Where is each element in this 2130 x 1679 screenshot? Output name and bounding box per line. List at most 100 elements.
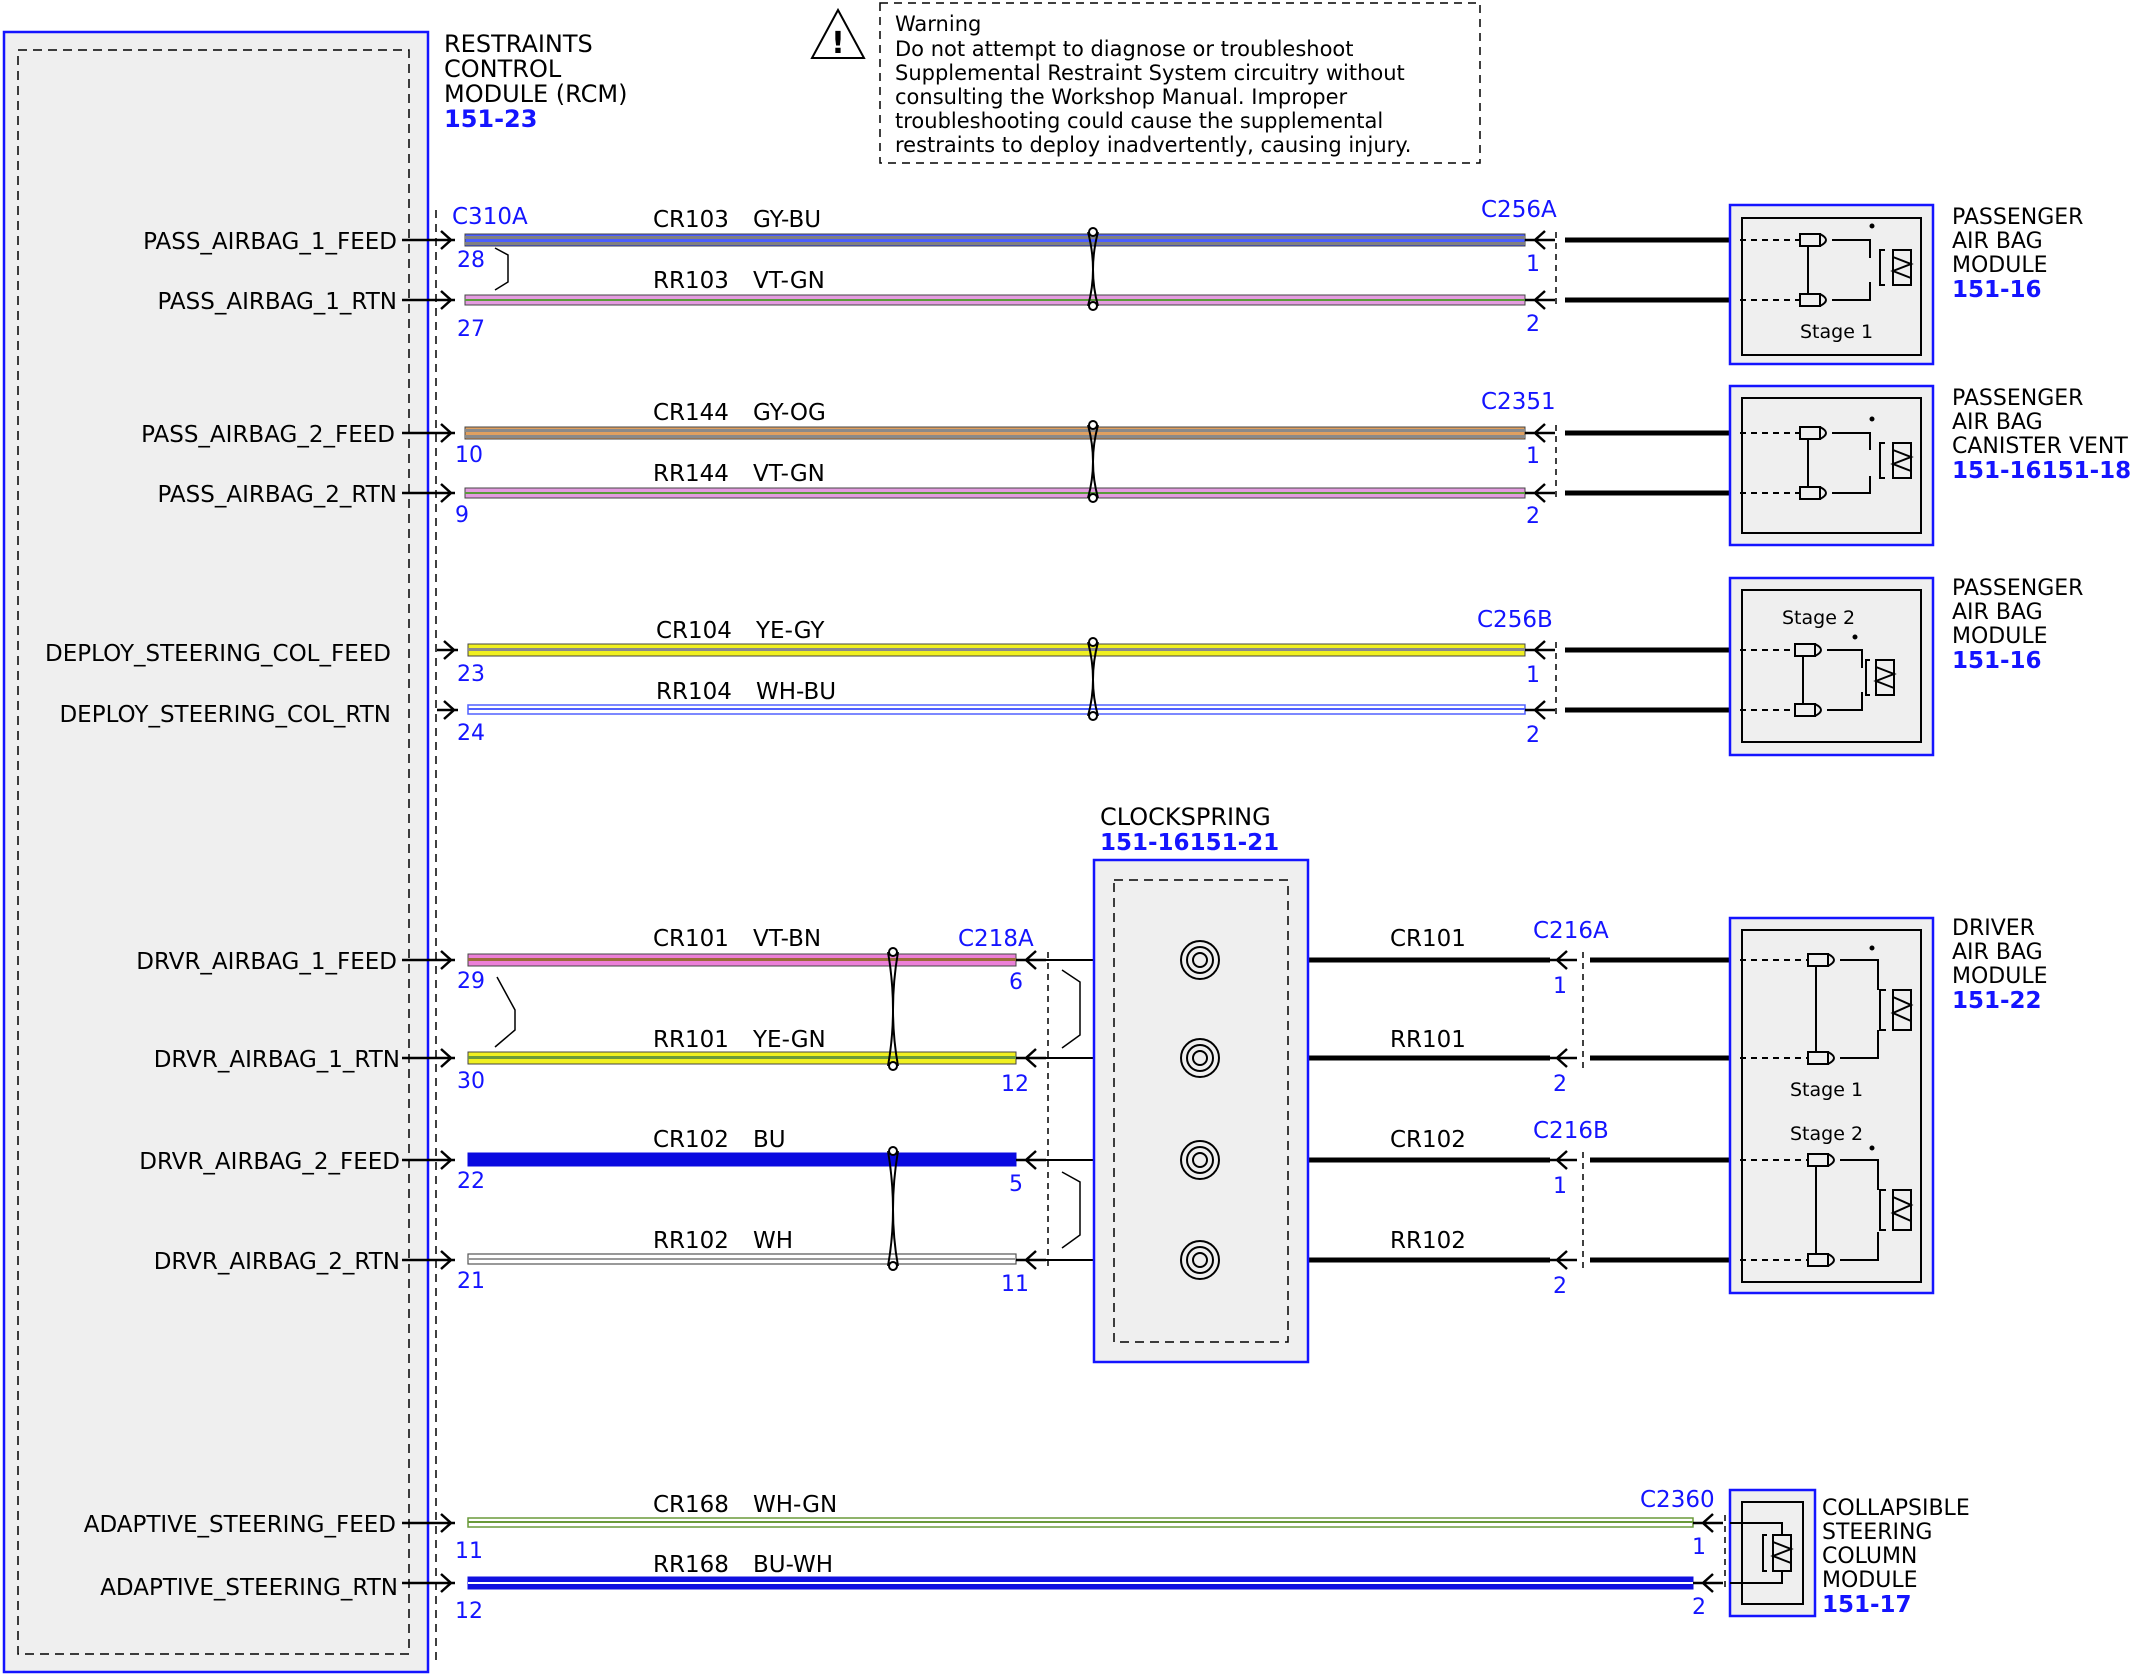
pin-number: 23 xyxy=(457,662,485,687)
pin-number: 29 xyxy=(457,969,485,994)
c216a-connector-label: C216A xyxy=(1533,918,1609,944)
rcm-pair-bracket xyxy=(494,976,516,1048)
squib-icon xyxy=(1740,416,1914,500)
module-name-line: AIR BAG xyxy=(1952,600,2043,625)
pin-number: 22 xyxy=(457,1169,485,1194)
pin-number: 10 xyxy=(455,443,483,468)
module-name-line: AIR BAG xyxy=(1952,940,2043,965)
circuit-id: RR104 xyxy=(656,679,732,705)
squib-icon xyxy=(1740,223,1914,307)
module-name-line: STEERING xyxy=(1822,1520,1932,1545)
wire-color-code: WH-BU xyxy=(756,679,836,705)
circuit-id: RR144 xyxy=(653,461,729,487)
signal-label: DRVR_AIRBAG_2_FEED xyxy=(139,1149,400,1175)
wire-color-code: YE-GN xyxy=(752,1027,826,1053)
rcm-pair-bracket xyxy=(494,247,509,291)
driver-airbag-module: Stage 1 Stage 2 DRIVER AIR BAG MODULE 15… xyxy=(1728,916,2048,1295)
warning-dashed-border xyxy=(879,2,1481,164)
module-ref: 151-16151-18 xyxy=(1952,458,2130,484)
c218a-pair-bracket xyxy=(1061,969,1081,1049)
pin-number: 1 xyxy=(1526,663,1540,688)
circuit-labels: CR103 GY-BU RR103 VT-GN CR144 GY-OG RR14… xyxy=(653,207,837,1578)
twisted-pair-markers xyxy=(887,227,1099,1271)
pin-number: 11 xyxy=(1001,1272,1029,1297)
c310a-connector-label: C310A xyxy=(452,204,528,230)
wire-rr102 xyxy=(467,1253,1017,1265)
svg-text:!: ! xyxy=(831,26,845,61)
circuit-id: CR168 xyxy=(653,1492,729,1518)
c218a-connector-label: C218A xyxy=(958,926,1034,952)
far-connector-labels: C256A 1 2 C2351 1 2 C256B 1 2 C218A 6 12… xyxy=(958,197,1715,1620)
pin-number: 1 xyxy=(1553,974,1567,999)
clockspring-title: CLOCKSPRING xyxy=(1100,803,1271,831)
squib-icon xyxy=(1730,1522,1794,1584)
signal-label: DRVR_AIRBAG_1_RTN xyxy=(154,1047,400,1073)
module-ref: 151-16 xyxy=(1952,277,2042,303)
module-ref: 151-16 xyxy=(1952,648,2042,674)
signal-label: PASS_AIRBAG_2_RTN xyxy=(158,482,397,508)
wire-rr103 xyxy=(464,294,1526,306)
far-connector-dashes xyxy=(1047,232,1726,1591)
pin-number: 24 xyxy=(457,721,485,746)
circuit-id: CR144 xyxy=(653,400,729,426)
signal-labels: PASS_AIRBAG_1_FEED PASS_AIRBAG_1_RTN PAS… xyxy=(45,229,400,1601)
passenger-airbag-module-stage2: Stage 2 PASSENGER AIR BAG MODULE 151-16 xyxy=(1728,576,2083,757)
module-ref: 151-17 xyxy=(1822,1592,1912,1618)
stage-label: Stage 1 xyxy=(1790,1079,1863,1101)
collapsible-steering-column-module: COLLAPSIBLE STEERING COLUMN MODULE 151-1… xyxy=(1728,1488,1970,1618)
far-circuit-id: CR102 xyxy=(1390,1127,1466,1153)
wire-color-code: VT-GN xyxy=(753,268,825,294)
pin-number: 2 xyxy=(1553,1274,1567,1299)
signal-label: ADAPTIVE_STEERING_FEED xyxy=(84,1512,396,1538)
pin-number: 27 xyxy=(457,317,485,342)
module-name-line: MODULE xyxy=(1952,253,2048,278)
wire-rr104 xyxy=(467,704,1526,715)
warning-line-3: consulting the Workshop Manual. Improper xyxy=(895,85,1348,109)
c216b-connector-label: C216B xyxy=(1533,1118,1609,1144)
circuit-id: RR101 xyxy=(653,1027,729,1053)
wire-color-code: GY-BU xyxy=(753,207,821,233)
wire-color-code: VT-GN xyxy=(753,461,825,487)
module-inner-box xyxy=(1741,397,1922,534)
squib-icon xyxy=(1740,945,1914,1267)
module-name-line: AIR BAG xyxy=(1952,410,2043,435)
clockspring-coil-icon xyxy=(1180,940,1220,1280)
wire-cr168 xyxy=(467,1517,1694,1528)
c2351-connector-label: C2351 xyxy=(1481,389,1556,415)
pin-number: 2 xyxy=(1553,1072,1567,1097)
pin-number: 6 xyxy=(1009,970,1023,995)
pin-number: 1 xyxy=(1526,444,1540,469)
pin-number: 1 xyxy=(1553,1174,1567,1199)
far-circuit-id: RR101 xyxy=(1390,1027,1466,1053)
wire-cr104 xyxy=(467,643,1526,657)
module-feed-wires xyxy=(1308,237,1730,1263)
module-name-line: MODULE xyxy=(1822,1568,1918,1593)
wire-color-code: VT-BN xyxy=(753,926,821,952)
squib-icon xyxy=(1740,634,1897,717)
wire-color-code: BU-WH xyxy=(753,1552,833,1578)
c256a-connector-label: C256A xyxy=(1481,197,1557,223)
rcm-connector-arrows xyxy=(402,230,458,1593)
pin-number: 12 xyxy=(455,1599,483,1624)
warning-line-1: Do not attempt to diagnose or troublesho… xyxy=(895,37,1354,61)
module-name-line: COLLAPSIBLE xyxy=(1822,1496,1970,1521)
far-circuit-id: CR101 xyxy=(1390,926,1466,952)
module-inner-box xyxy=(1741,589,1922,743)
rcm-inner-dashed-box xyxy=(17,49,410,1655)
pin-number: 2 xyxy=(1526,504,1540,529)
warning-title: Warning xyxy=(895,12,981,36)
signal-label: DRVR_AIRBAG_1_FEED xyxy=(136,949,397,975)
circuit-id: RR103 xyxy=(653,268,729,294)
wire-cr102 xyxy=(467,1152,1017,1167)
circuit-id: RR168 xyxy=(653,1552,729,1578)
clockspring-ref: 151-16151-21 xyxy=(1100,830,1279,856)
circuit-id: CR101 xyxy=(653,926,729,952)
warning-line-5: restraints to deploy inadvertently, caus… xyxy=(895,133,1411,157)
pin-number: 1 xyxy=(1692,1535,1706,1560)
stage-label: Stage 1 xyxy=(1800,321,1873,343)
passenger-airbag-module-stage1: Stage 1 PASSENGER AIR BAG MODULE 151-16 xyxy=(1728,203,2083,366)
wire-cr144 xyxy=(464,426,1526,440)
clockspring-box xyxy=(1092,858,1310,1364)
